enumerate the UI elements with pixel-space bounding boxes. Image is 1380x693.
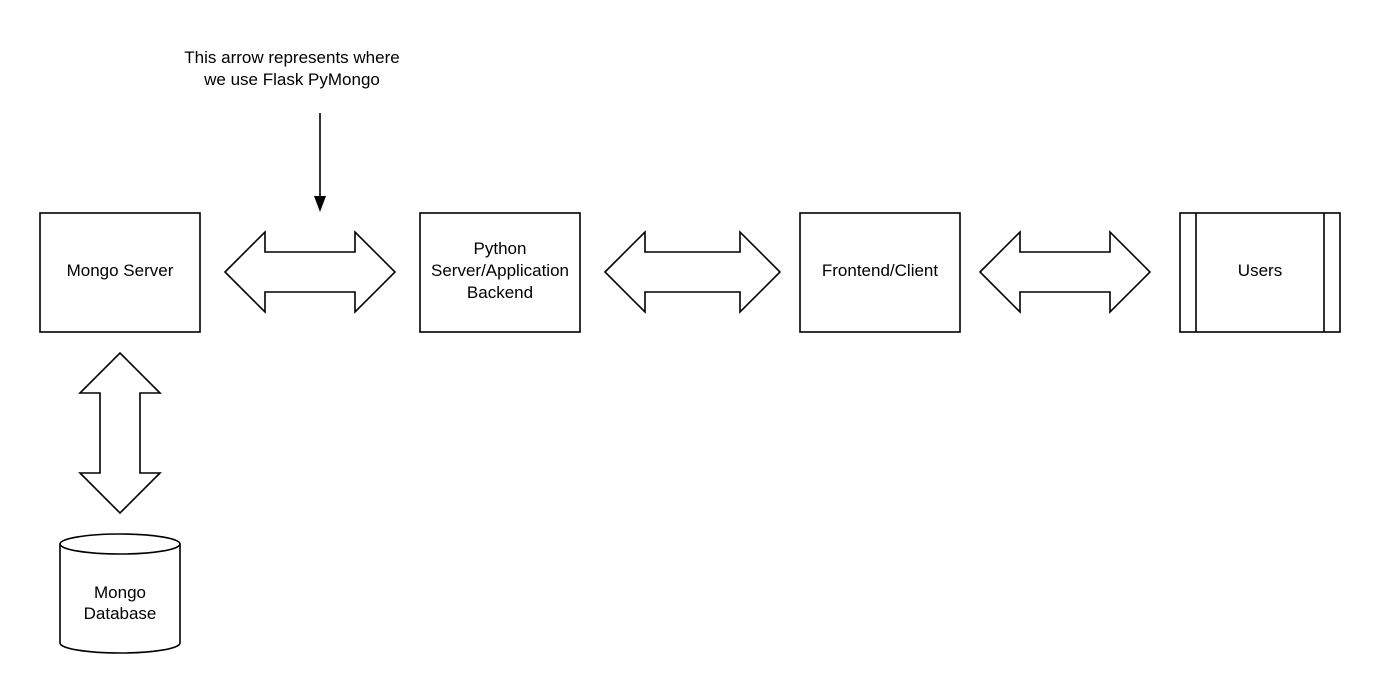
python-server-label-line-2: Server/Application [431,261,569,280]
mongo-database-node[interactable]: Mongo Database [59,533,181,654]
annotation-line-1: This arrow represents where [184,48,399,67]
mongo-server-box [39,212,201,333]
mongo-database-label-line-1: Mongo [94,583,146,602]
python-server-node[interactable]: Python Server/Application Backend [419,212,581,333]
double-arrow-server-database [78,351,162,515]
double-arrow-python-frontend [603,230,782,314]
mongo-server-label: Mongo Server [67,261,174,280]
database-cylinder-rim [59,543,181,555]
double-arrow-frontend-users [978,230,1152,314]
python-server-label-line-1: Python [474,239,527,258]
annotation-line-2: we use Flask PyMongo [203,70,380,89]
frontend-client-label: Frontend/Client [822,261,939,280]
annotation: This arrow represents where we use Flask… [184,48,399,89]
mongo-server-node[interactable]: Mongo Server [39,212,201,333]
double-arrow-mongo-python [223,230,397,314]
annotation-pointer-arrow [314,113,326,212]
mongo-database-label-line-2: Database [84,604,157,623]
users-box [1179,212,1341,333]
frontend-client-box [799,212,961,333]
python-server-box [419,212,581,333]
pointer-arrowhead [314,196,326,212]
users-label: Users [1238,261,1282,280]
database-cylinder-body [59,533,181,654]
python-server-label-line-3: Backend [467,283,533,302]
users-node[interactable]: Users [1179,212,1341,333]
frontend-client-node[interactable]: Frontend/Client [799,212,961,333]
